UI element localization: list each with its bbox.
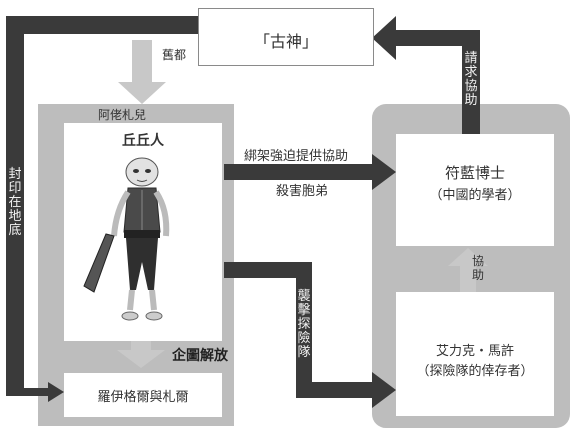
old-capital-label: 舊都 [162,48,187,62]
kidnap-label: 綁架強迫提供協助 [244,149,349,164]
kidnap-arrow [224,154,396,190]
roy-zar-box [64,373,222,417]
plan-release-label: 企圖解放 [172,348,228,364]
ancient-god-box [198,8,374,66]
eric-desc: （探險隊的倖存者） [416,364,534,379]
eric-label: 艾力克・馬許 [435,344,514,359]
eric-box [396,292,554,416]
ancient-god-label: 「古神」 [253,32,318,51]
dr-fu-lan-desc: （中國的學者） [429,188,521,203]
hill-people-label: 丘丘人 [122,133,164,149]
request-help-label: 請 求 協 助 [464,51,478,108]
dr-fu-lan-box [396,134,554,246]
kill-compatriots-label: 殺害胞弟 [276,184,329,199]
seal-underground-label: 封 印 在 地 底 [8,167,22,238]
old-capital-arrow [118,40,166,104]
assist-label: 協 助 [471,254,484,282]
attack-arrow [224,262,396,408]
request-arrow [372,16,480,134]
dr-fu-lan-label: 符藍博士 [444,164,505,182]
alozar-label: 阿佬札兒 [98,108,147,122]
roy-zar-label: 羅伊格爾與札爾 [97,390,189,405]
release-arrow [117,338,165,368]
attack-expedition-label: 襲 擊 探 險 隊 [297,289,311,360]
assist-arrow [448,248,488,292]
